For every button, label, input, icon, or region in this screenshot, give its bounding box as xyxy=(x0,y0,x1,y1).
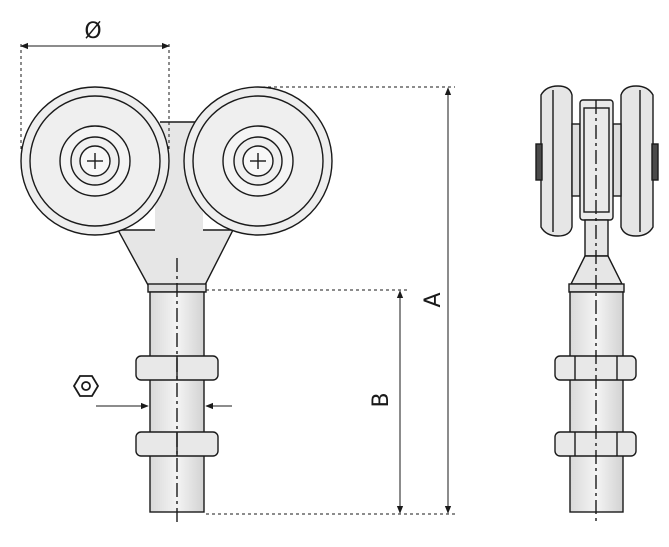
hexagon-wrench-icon xyxy=(72,375,100,397)
front-bracket xyxy=(116,229,235,286)
front-wheel-left xyxy=(20,86,170,236)
dim-a-label: A xyxy=(421,292,446,307)
side-wheel-right xyxy=(612,85,659,237)
front-wheel-right xyxy=(183,86,333,236)
dim-b-label: B xyxy=(369,392,394,407)
side-view xyxy=(535,85,659,524)
dimensions xyxy=(20,42,455,515)
side-wheel-left xyxy=(535,85,581,237)
diameter-label: Ø xyxy=(84,19,101,44)
front-view xyxy=(20,86,333,524)
